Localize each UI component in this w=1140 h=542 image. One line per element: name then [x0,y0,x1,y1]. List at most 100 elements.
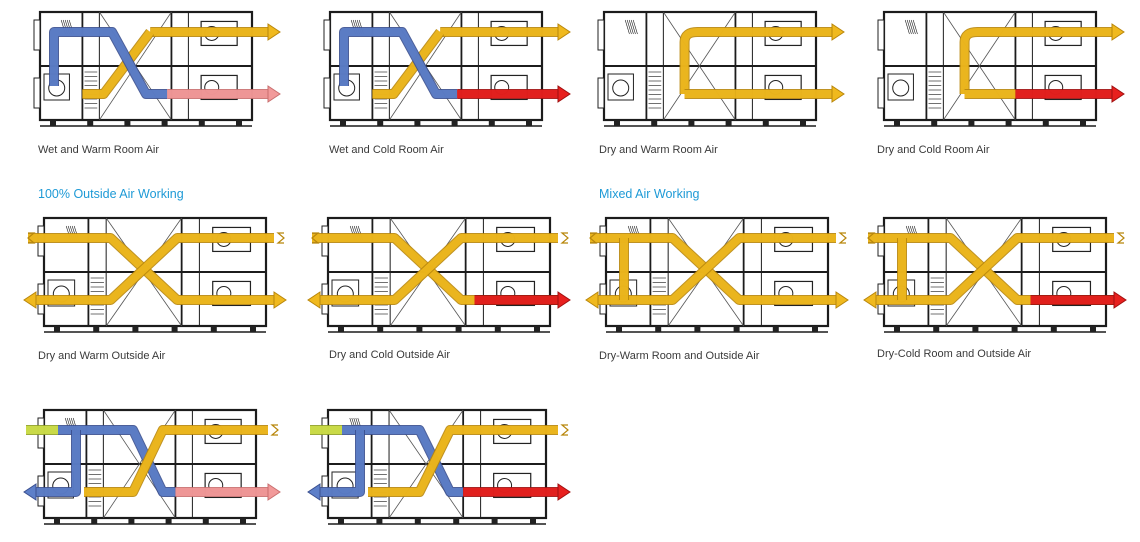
side-panel [323,19,331,51]
ahu-schematic [23,216,287,333]
exhaust-duct [36,234,274,304]
base-foot [772,326,779,332]
return-tail [560,424,569,436]
supply-arrow [1111,85,1125,103]
diagram-wet-warm-room-air [22,6,282,130]
damper-blade [906,19,912,35]
base-foot [1090,326,1096,332]
base-foot [655,326,662,332]
base-foot [250,326,256,332]
ahu-schematic [877,10,1125,127]
caption-dry-cold-room-air: Dry and Cold Room Air [877,144,990,156]
diagram-dry-cold-outside-air [306,212,572,336]
base-foot [494,326,501,332]
base-foot [488,120,495,126]
diagram-dry-cold-room-outside-air [862,212,1128,336]
heading-mixed-air-working: Mixed Air Working [599,187,700,201]
base-foot [338,326,344,332]
return-fan-wheel [612,79,630,97]
fan-motor [200,74,238,101]
fan-motor [493,472,532,499]
base-foot [91,518,98,524]
caption-dry-warm-outside-air: Dry and Warm Outside Air [38,350,166,362]
base-foot [651,120,658,126]
damper-blade [628,19,634,35]
diagram-mixed-humid-cold [306,404,572,528]
return-fan [47,279,76,307]
base-foot [688,120,695,126]
exhaust-arrow [307,291,321,309]
base-foot [894,326,900,332]
base-foot [128,518,135,524]
base-foot [894,120,900,126]
base-foot [165,518,172,524]
return-tail [276,232,285,244]
side-panel [597,19,605,51]
fan-motor [1044,74,1082,101]
base-foot [530,518,536,524]
side-panel [33,77,41,109]
supply-arrow [557,483,571,501]
exhaust-arrow [23,291,37,309]
base-foot [933,326,940,332]
intake-tail [589,232,598,244]
damper-blade [912,19,918,35]
base-foot [451,120,458,126]
side-panel [597,77,605,109]
base-foot [54,326,60,332]
base-foot [414,120,421,126]
ahu-schematic [33,10,281,127]
base-foot [161,120,168,126]
diagram-dry-warm-room-air [586,6,846,130]
ahu-schematic [307,408,571,525]
diagram-wet-cold-room-air [312,6,572,130]
exhaust-arrow [1111,23,1125,41]
base-foot [377,326,384,332]
diagram-dry-warm-outside-air [22,212,288,336]
base-foot [124,120,131,126]
exhaust-duct [36,430,80,496]
base-foot [526,120,532,126]
base-foot [614,120,620,126]
damper-blade [910,19,916,35]
base-foot [534,326,540,332]
heading-outside-air-working: 100% Outside Air Working [38,187,184,201]
base-foot [762,120,769,126]
crossflow-duct [82,29,154,98]
side-panel [877,19,885,51]
base-foot [93,326,100,332]
intake-tail [27,232,36,244]
return-fan [331,279,360,307]
humid-return-duct [342,426,464,496]
crossflow-duct [84,426,268,496]
base-foot [694,326,701,332]
damper-blade [624,19,630,35]
exhaust-arrow [863,291,877,309]
humid-return-duct [58,426,176,496]
exhaust-arrow [557,23,571,41]
ahu-schematic [863,216,1127,333]
diagram-dry-cold-room-air [866,6,1126,130]
return-tail [838,232,847,244]
base-foot [733,326,740,332]
ahu-schematic [323,10,571,127]
supply-arrow [557,291,571,309]
fan-motor [774,280,814,307]
supply-arrow [267,85,281,103]
ahu-schematic [597,10,845,127]
fan-motor [764,74,802,101]
supply-arrow [267,483,281,501]
supply-arrow [557,85,571,103]
side-panel [33,19,41,51]
fan-motor [490,74,528,101]
return-air-duct [340,28,458,98]
bypass-duct [960,28,1112,94]
base-foot [171,326,178,332]
diagram-mixed-humid-warm [22,404,282,528]
fan-motor [496,280,536,307]
base-foot [812,326,818,332]
base-foot [50,120,56,126]
base-foot [1080,120,1086,126]
base-foot [210,326,217,332]
exhaust-arrow [831,23,845,41]
